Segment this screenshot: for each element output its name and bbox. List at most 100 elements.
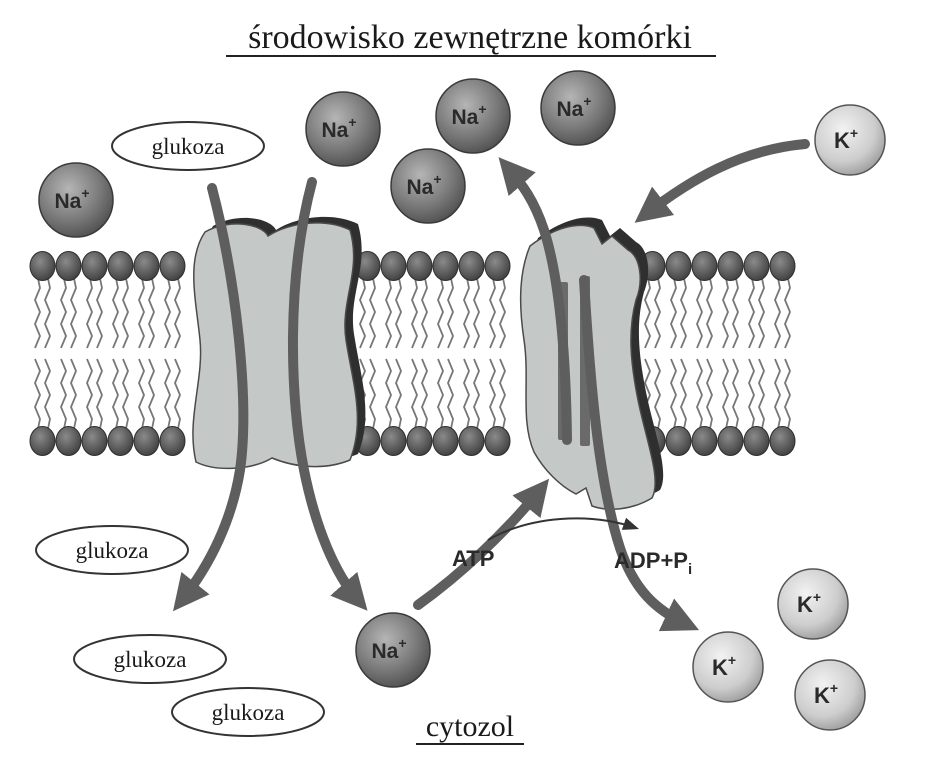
lipid-tail [122, 358, 129, 432]
outside-title-text: środowisko zewnętrzne komórki [248, 19, 692, 56]
glucose-label: glukoza [76, 538, 149, 563]
lipid-tail [473, 358, 480, 432]
lipid-tail [784, 275, 791, 349]
svg-text:K+: K+ [814, 680, 838, 708]
lipid-tail [44, 275, 51, 349]
lipid-tail [34, 275, 41, 349]
lipid-head [691, 251, 718, 281]
lipid-head [769, 426, 796, 456]
lipid-tail [706, 358, 713, 432]
lipid-head [133, 251, 160, 281]
svg-text:K+: K+ [834, 125, 858, 153]
lipid-tail [473, 275, 480, 349]
lipid-tail [732, 275, 739, 349]
potassium-ion: K+ [814, 104, 886, 176]
lipid-head [406, 251, 433, 281]
lipid-tail [44, 358, 51, 432]
glucose-molecule-cytosol-3: glukoza [171, 687, 325, 737]
sodium-ion: Na+ [355, 612, 431, 688]
lipid-tail [748, 358, 755, 432]
lipid-head [107, 426, 134, 456]
lipid-tail [421, 275, 428, 349]
glucose-molecule-outside: glukoza [111, 121, 265, 171]
lipid-tail [489, 358, 496, 432]
lipid-tail [359, 275, 366, 349]
sodium-ion: Na+ [305, 91, 381, 167]
lipid-head [29, 251, 56, 281]
lipid-head [665, 426, 692, 456]
lipid-head [432, 251, 459, 281]
svg-text:K+: K+ [797, 589, 821, 617]
lipid-tail [411, 358, 418, 432]
lipid-tail [499, 275, 506, 349]
lipid-tail [758, 358, 765, 432]
lipid-head [665, 251, 692, 281]
lipid-head [458, 251, 485, 281]
lipid-tail [138, 358, 145, 432]
lipid-tail [148, 275, 155, 349]
lipid-tail [70, 358, 77, 432]
lipid-head [29, 426, 56, 456]
lipid-head [133, 426, 160, 456]
lipid-tails-upper [34, 275, 791, 349]
svg-text:Na+: Na+ [321, 114, 356, 142]
potassium-ion: K+ [692, 631, 764, 703]
lipid-head [743, 426, 770, 456]
lipid-tail [696, 275, 703, 349]
sodium-outflow-arrow [498, 157, 572, 445]
lipid-tail [680, 275, 687, 349]
atp-label: ATP [452, 546, 494, 571]
lipid-tail [34, 358, 41, 432]
sodium-ion: Na+ [38, 162, 114, 238]
lipid-heads-lower-row [29, 426, 796, 456]
sodium-to-pump-arrow [413, 478, 550, 610]
lipid-tail [447, 358, 454, 432]
lipid-tail [164, 275, 171, 349]
potassium-ion: K+ [777, 568, 849, 640]
lipid-tail [164, 358, 171, 432]
lipid-tail [96, 358, 103, 432]
symporter-protein [192, 216, 366, 470]
lipid-tail [774, 358, 781, 432]
lipid-tail [447, 275, 454, 349]
svg-text:Na+: Na+ [406, 171, 441, 199]
lipid-head [743, 251, 770, 281]
lipid-tail [421, 358, 428, 432]
lipid-tail [60, 275, 67, 349]
lipid-head [484, 426, 511, 456]
lipid-head [717, 251, 744, 281]
inside-title: cytozol [416, 710, 524, 745]
lipid-head [691, 426, 718, 456]
sodium-inflow-arrow [288, 177, 368, 611]
lipid-tail [499, 358, 506, 432]
lipid-head [484, 251, 511, 281]
lipid-tail [112, 275, 119, 349]
lipid-tail [670, 358, 677, 432]
lipid-head [55, 251, 82, 281]
lipid-head [107, 251, 134, 281]
sodium-ion: Na+ [435, 78, 511, 154]
lipid-tail [60, 358, 67, 432]
adp-label: ADP+Pi [614, 548, 692, 578]
svg-text:Na+: Na+ [54, 185, 89, 213]
lipid-head [458, 426, 485, 456]
lipid-head [380, 251, 407, 281]
lipid-head [432, 426, 459, 456]
svg-text:K+: K+ [712, 652, 736, 680]
lipid-head [717, 426, 744, 456]
sodium-ion: Na+ [540, 70, 616, 146]
svg-text:Na+: Na+ [371, 635, 406, 663]
lipid-tail [70, 275, 77, 349]
lipid-tail [148, 358, 155, 432]
lipid-tails-lower [34, 358, 791, 432]
lipid-head [159, 426, 186, 456]
potassium-ion: K+ [794, 659, 866, 731]
glucose-molecule-cytosol-1: glukoza [35, 525, 189, 575]
lipid-tail [722, 358, 729, 432]
transport-arrows [173, 139, 810, 632]
lipid-tail [463, 358, 470, 432]
lipid-head [81, 426, 108, 456]
svg-text:Na+: Na+ [556, 93, 591, 121]
lipid-tail [644, 275, 651, 349]
glucose-label: glukoza [212, 700, 285, 725]
